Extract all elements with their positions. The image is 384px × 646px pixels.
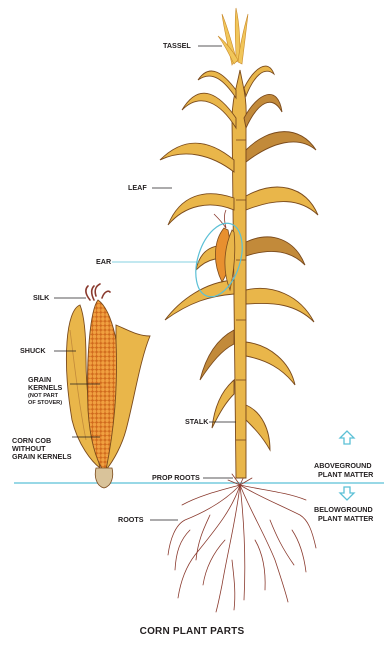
label-leaf: LEAF: [128, 184, 147, 192]
label-aboveground-1: ABOVEGROUND: [314, 462, 372, 470]
label-stalk: STALK: [185, 418, 208, 426]
label-grain-kernels-2: KERNELS: [28, 384, 62, 392]
leader-lines: [54, 46, 236, 520]
up-arrow-icon: [340, 431, 354, 444]
label-aboveground-2: PLANT MATTER: [318, 471, 373, 479]
label-ear: EAR: [96, 258, 111, 266]
label-belowground-2: PLANT MATTER: [318, 515, 373, 523]
ear-detail-drawing: [66, 284, 150, 488]
label-cob-3: GRAIN KERNELS: [12, 453, 72, 461]
label-prop-roots: PROP ROOTS: [152, 474, 200, 482]
stalk-drawing: [232, 70, 246, 478]
roots-drawing: [168, 472, 316, 612]
label-grain-note-2: OF STOVER): [28, 400, 62, 406]
label-roots: ROOTS: [118, 516, 144, 524]
label-belowground-1: BELOWGROUND: [314, 506, 373, 514]
label-tassel: TASSEL: [163, 42, 191, 50]
label-silk: SILK: [33, 294, 49, 302]
label-shuck: SHUCK: [20, 347, 46, 355]
down-arrow-icon: [340, 487, 354, 500]
label-grain-note-1: (NOT PART: [28, 393, 58, 399]
ear-on-stalk-drawing: [214, 210, 235, 290]
tassel-drawing: [218, 8, 248, 65]
diagram-title: CORN PLANT PARTS: [0, 626, 384, 637]
